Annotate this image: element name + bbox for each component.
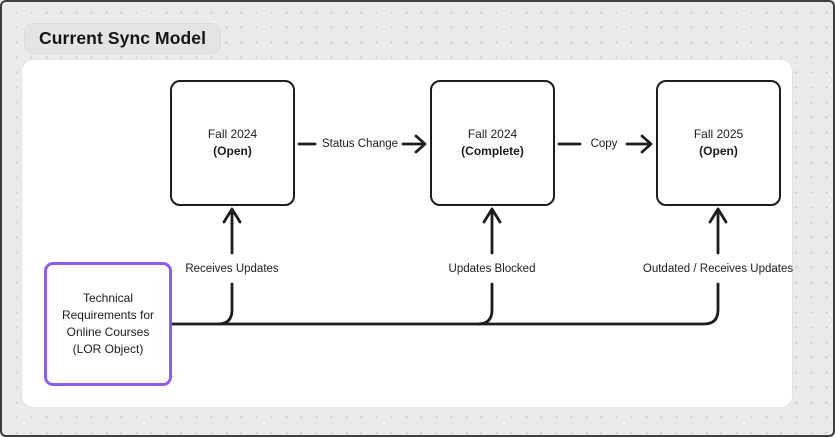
node-lor-object[interactable]: Technical Requirements for Online Course… bbox=[44, 262, 172, 386]
arrow-status-change-head bbox=[414, 134, 427, 154]
diagram-title: Current Sync Model bbox=[39, 28, 207, 48]
node-label-line1: Fall 2024 bbox=[207, 127, 258, 141]
node-label-line1: Fall 2025 bbox=[693, 127, 744, 141]
node-label-line1: Fall 2024 bbox=[467, 127, 518, 141]
node-fall-2025-open[interactable]: Fall 2025 (Open) bbox=[656, 80, 781, 206]
node-label-line2: (Complete) bbox=[461, 144, 524, 158]
arrow-copy-head bbox=[640, 134, 653, 154]
node-label-line2: (Open) bbox=[213, 144, 252, 158]
node-label: Technical Requirements for Online Course… bbox=[61, 291, 155, 356]
label-status-change[interactable]: Status Change bbox=[321, 138, 399, 150]
branch-curve-1[interactable] bbox=[216, 282, 234, 326]
label-outdated-receives-updates[interactable]: Outdated / Receives Updates bbox=[642, 263, 794, 275]
label-receives-updates[interactable]: Receives Updates bbox=[185, 263, 279, 275]
label-updates-blocked[interactable]: Updates Blocked bbox=[448, 263, 536, 275]
branch-curve-2[interactable] bbox=[476, 282, 494, 326]
label-copy[interactable]: Copy bbox=[590, 138, 618, 150]
node-fall-2024-open[interactable]: Fall 2024 (Open) bbox=[170, 80, 295, 206]
arrow-up-1-head bbox=[222, 207, 242, 224]
arrow-up-3-head bbox=[708, 207, 728, 224]
diagram-title-pill[interactable]: Current Sync Model bbox=[24, 23, 222, 54]
connector-trunk[interactable] bbox=[170, 282, 720, 326]
arrow-up-2-head bbox=[482, 207, 502, 224]
node-fall-2024-complete[interactable]: Fall 2024 (Complete) bbox=[430, 80, 555, 206]
node-label-line2: (Open) bbox=[699, 144, 738, 158]
